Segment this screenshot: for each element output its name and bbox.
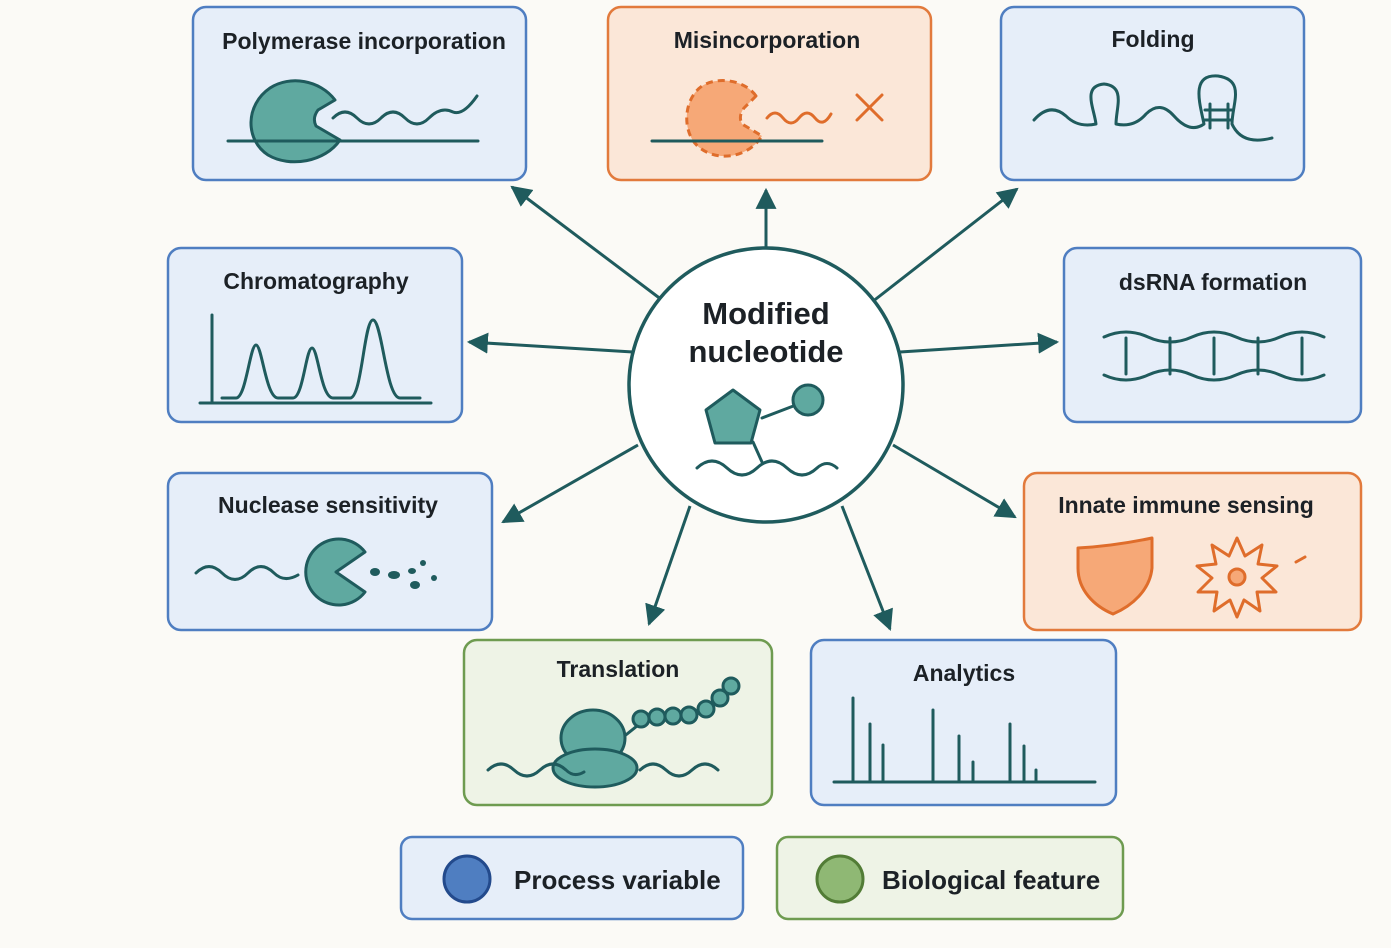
- card-polymerase: Polymerase incorporation: [191, 5, 528, 182]
- legend-process: Process variable: [399, 835, 745, 921]
- center-title-line1: Modified: [702, 296, 829, 331]
- pentagon-nucleotide-icon: [695, 383, 839, 477]
- card-polymerase-label: Polymerase incorporation: [222, 28, 506, 54]
- card-chromatography-label: Chromatography: [223, 268, 409, 294]
- arrow-immune: [892, 443, 1017, 519]
- arrow-dsrna: [899, 332, 1060, 354]
- arrow-polymerase: [510, 185, 663, 302]
- center-title-line2: nucleotide: [688, 334, 843, 369]
- arrows: [466, 185, 1060, 631]
- card-translation: Translation: [462, 638, 774, 807]
- card-analytics-label: Analytics: [913, 660, 1015, 686]
- card-folding-box: [999, 5, 1306, 182]
- legend-biological-box: [775, 835, 1125, 921]
- card-dsrna-label: dsRNA formation: [1119, 269, 1307, 295]
- arrow-chromatography: [466, 332, 634, 354]
- legend-process-label: Process variable: [514, 865, 721, 895]
- double-strand-icon: [1102, 330, 1326, 382]
- card-immune-label: Innate immune sensing: [1058, 492, 1314, 518]
- card-translation-label: Translation: [557, 656, 680, 682]
- arrow-folding: [871, 187, 1019, 304]
- card-misincorporation-box: [606, 5, 933, 182]
- misincorporation-icon: [650, 79, 884, 158]
- chromatogram-icon: [198, 313, 433, 405]
- mass-spectrum-icon: [832, 696, 1097, 784]
- legend: Process variable Biological feature: [399, 835, 1125, 921]
- arrow-nuclease: [501, 443, 639, 524]
- card-immune: Innate immune sensing: [1022, 471, 1363, 632]
- legend-process-swatch: [442, 854, 492, 904]
- card-dsrna: dsRNA formation: [1062, 246, 1363, 424]
- center-circle: [627, 246, 905, 524]
- card-nuclease-label: Nuclease sensitivity: [218, 492, 438, 518]
- card-analytics-box: [809, 638, 1118, 807]
- legend-biological-label: Biological feature: [882, 865, 1100, 895]
- card-folding-label: Folding: [1111, 26, 1194, 52]
- center-node: Modified nucleotide: [627, 246, 905, 524]
- card-folding: Folding: [999, 5, 1306, 182]
- arrow-translation: [645, 505, 692, 626]
- shield-icon: [1076, 536, 1154, 616]
- rna-hairpin-icon: [1032, 74, 1274, 142]
- ribosome-icon: [486, 676, 741, 789]
- card-misincorporation-label: Misincorporation: [674, 27, 861, 53]
- immune-cell-icon: [1195, 536, 1307, 619]
- card-chromatography: Chromatography: [166, 246, 464, 424]
- legend-biological-swatch: [815, 854, 865, 904]
- nuclease-icon: [194, 537, 437, 607]
- card-nuclease: Nuclease sensitivity: [166, 471, 494, 632]
- arrow-analytics: [840, 505, 893, 631]
- polymerase-icon: [226, 79, 480, 164]
- card-misincorporation: Misincorporation: [606, 5, 933, 182]
- legend-biological: Biological feature: [775, 835, 1125, 921]
- legend-process-box: [399, 835, 745, 921]
- card-analytics: Analytics: [809, 638, 1118, 807]
